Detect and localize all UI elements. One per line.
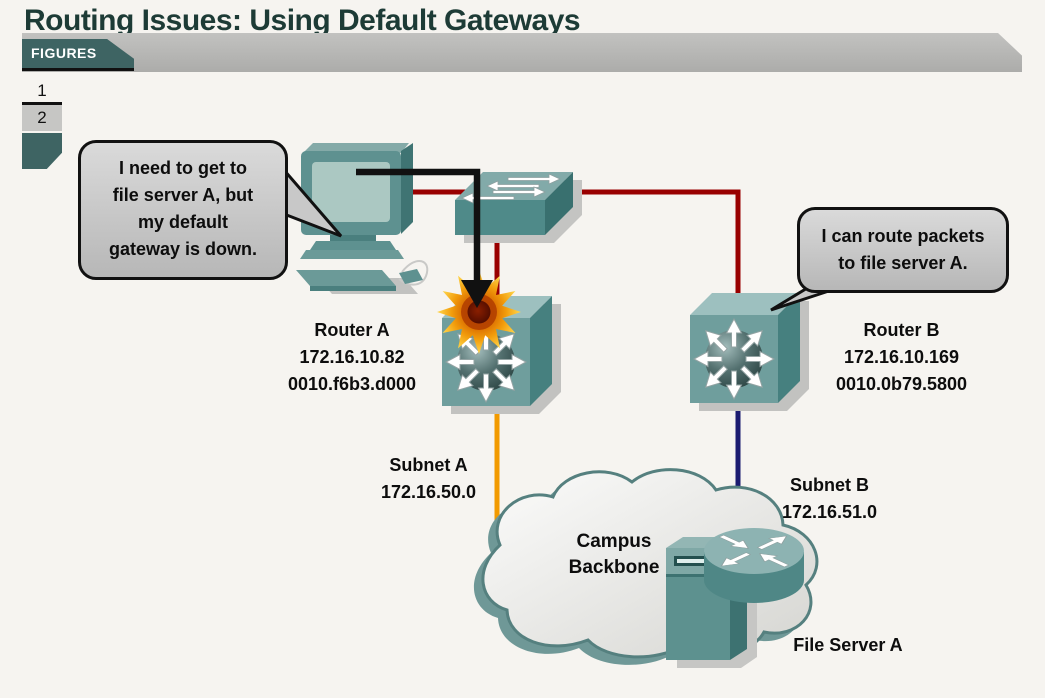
router-a-label: Router A 172.16.10.82 0010.f6b3.d000	[262, 317, 442, 398]
figures-tab-underline	[22, 68, 134, 71]
subnet-b-name: Subnet B	[790, 475, 869, 495]
subnet-b-network: 172.16.51.0	[781, 502, 878, 522]
router-b-icon	[690, 293, 809, 411]
backbone-router-icon	[704, 528, 804, 603]
page-title: Routing Issues: Using Default Gateways	[24, 4, 581, 37]
file-server-icon	[666, 528, 804, 668]
subnet-a-name: Subnet A	[389, 455, 468, 475]
subnet-a-network: 172.16.50.0	[380, 482, 477, 502]
router-b-mac: 0010.0b79.5800	[835, 374, 968, 394]
router-b-bubble-line: I can route packets	[821, 226, 985, 246]
router-b-bubble-line: to file server A.	[838, 253, 968, 273]
explosion-icon	[437, 270, 521, 354]
router-a-mac: 0010.f6b3.d000	[287, 374, 417, 394]
router-a-ip: 172.16.10.82	[299, 347, 405, 367]
file-server-label: File Server A	[793, 635, 903, 655]
router-b-label: Router B 172.16.10.169 0010.0b79.5800	[810, 317, 993, 398]
pc-bubble-line: I need to get to	[119, 158, 247, 178]
pc-bubble-line: my default	[137, 212, 229, 232]
header-bar	[22, 33, 1022, 72]
campus-line1: Campus	[576, 531, 652, 552]
failure-arrow	[356, 168, 493, 308]
pc-bubble-line: gateway is down.	[108, 239, 258, 259]
figure-nav-item-2[interactable]: 2	[22, 105, 62, 131]
router-b-name: Router B	[863, 320, 940, 340]
workstation-icon	[296, 143, 429, 294]
pc-speech-bubble: I need to get to file server A, but my d…	[78, 140, 288, 280]
router-b-ip: 172.16.10.169	[843, 347, 960, 367]
router-a-name: Router A	[314, 320, 390, 340]
figure-nav-item-1[interactable]: 1	[22, 80, 62, 105]
campus-backbone-label: Campus Backbone	[539, 529, 689, 581]
pc-bubble-line: file server A, but	[112, 185, 254, 205]
campus-line2: Backbone	[568, 557, 660, 578]
subnet-a-label: Subnet A 172.16.50.0	[341, 452, 516, 506]
subnet-b-label: Subnet B 172.16.51.0	[742, 472, 917, 526]
switch-icon	[455, 172, 582, 243]
router-b-speech-bubble: I can route packets to file server A.	[797, 207, 1009, 293]
